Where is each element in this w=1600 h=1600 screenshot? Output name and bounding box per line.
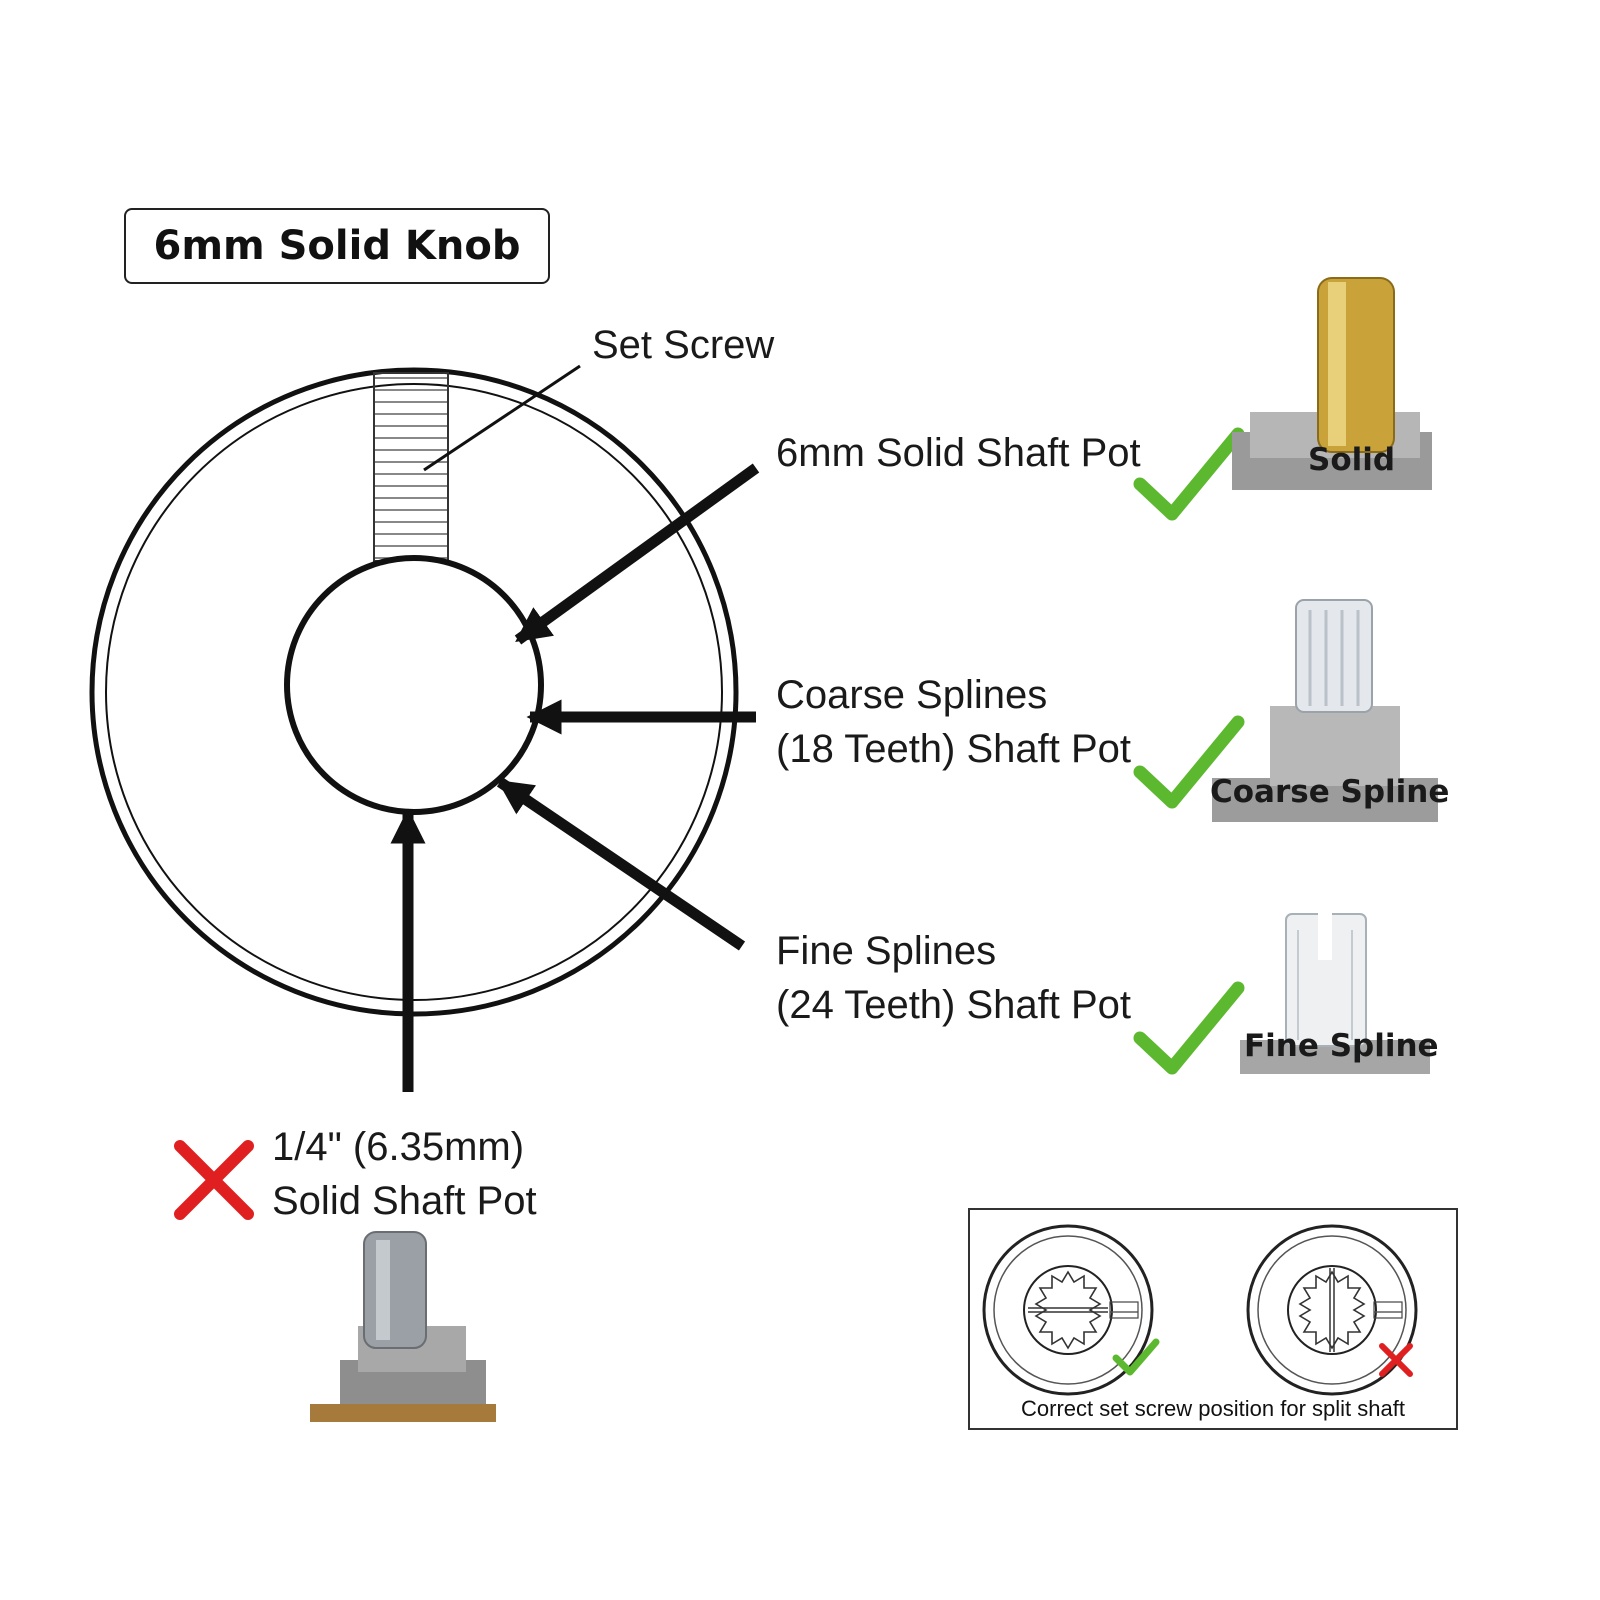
fine-photo-label: Fine Spline bbox=[1244, 1028, 1439, 1064]
check-icon-coarse bbox=[1133, 715, 1245, 809]
coarse-spline-photo bbox=[1212, 599, 1438, 822]
split-shaft-inset: Correct set screw position for split sha… bbox=[968, 1208, 1458, 1430]
arrow-solid-shaft bbox=[514, 463, 760, 645]
quarter-shaft-photo bbox=[310, 1231, 496, 1422]
knob-outer-ring bbox=[89, 367, 739, 1017]
shaft-hole bbox=[284, 555, 544, 815]
coarse-teeth-label: (18 Teeth) Shaft Pot bbox=[776, 727, 1132, 771]
inset-cross-icon bbox=[1379, 1343, 1413, 1377]
quarter-solid-shaft-label: Solid Shaft Pot bbox=[272, 1179, 537, 1223]
arrow-fine-spline bbox=[496, 777, 746, 951]
split-shaft-inset-diagram bbox=[982, 1224, 1418, 1396]
solid-photo-label: Solid bbox=[1308, 442, 1396, 478]
coarse-photo-label: Coarse Spline bbox=[1210, 774, 1450, 810]
cross-icon-quarter bbox=[174, 1140, 254, 1220]
solid-shaft-photo bbox=[1232, 277, 1432, 490]
fine-splines-label: Fine Splines bbox=[776, 929, 997, 973]
fine-teeth-label: (24 Teeth) Shaft Pot bbox=[776, 983, 1132, 1027]
coarse-splines-label: Coarse Splines bbox=[776, 673, 1048, 717]
solid-shaft-label: 6mm Solid Shaft Pot bbox=[776, 431, 1141, 475]
set-screw bbox=[373, 372, 449, 562]
check-icon-fine bbox=[1133, 981, 1245, 1075]
inset-caption: Correct set screw position for split sha… bbox=[1021, 1396, 1405, 1421]
fine-spline-photo bbox=[1240, 912, 1430, 1074]
quarter-inch-label: 1/4" (6.35mm) bbox=[272, 1125, 525, 1169]
set-screw-leader bbox=[423, 364, 581, 472]
set-screw-label: Set Screw bbox=[592, 323, 775, 367]
check-icon-solid bbox=[1133, 427, 1245, 521]
title-box: 6mm Solid Knob bbox=[124, 208, 550, 284]
diagram-title: 6mm Solid Knob bbox=[153, 223, 521, 269]
inset-check-icon bbox=[1112, 1338, 1160, 1376]
